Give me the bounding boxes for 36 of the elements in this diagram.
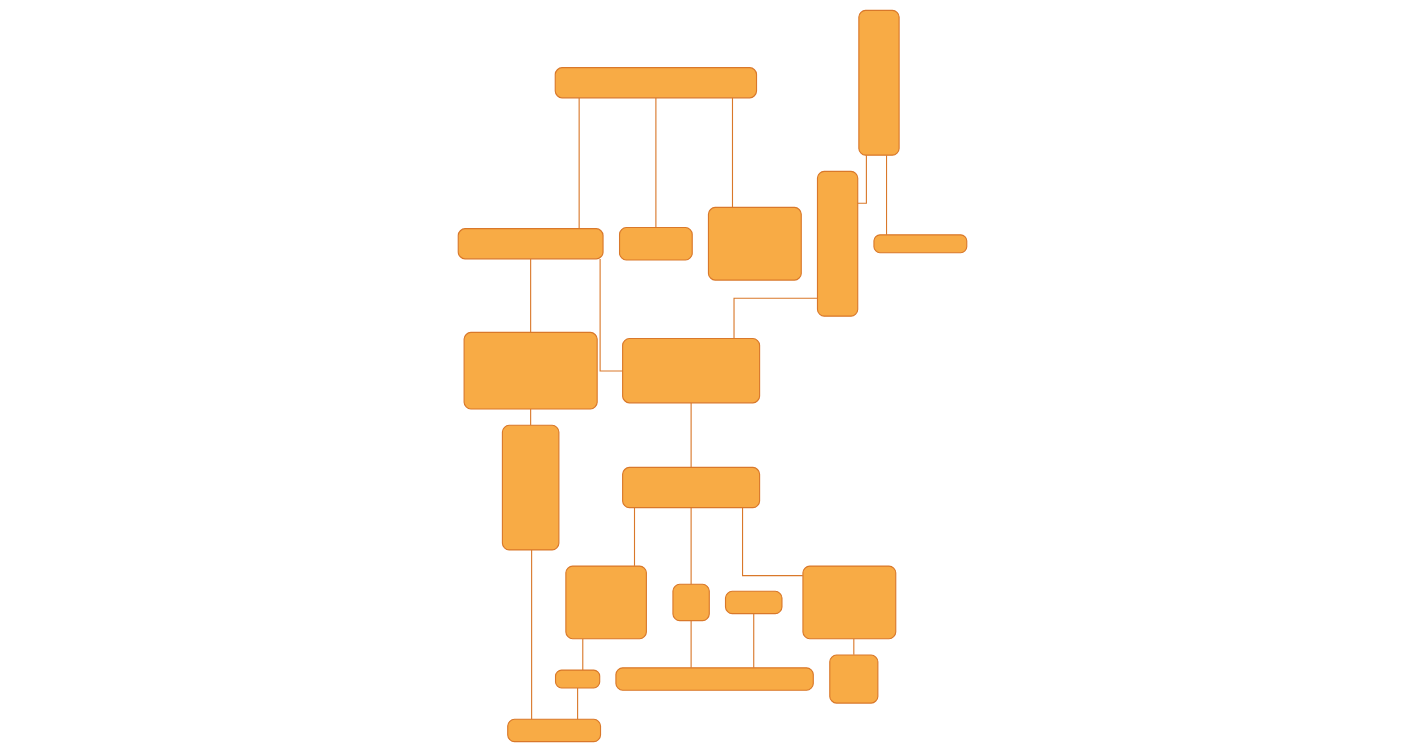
- node-box: [618, 227, 693, 261]
- node-box: [554, 669, 600, 689]
- connector: [741, 507, 803, 577]
- node-box: [707, 206, 802, 281]
- connector: [633, 507, 635, 567]
- connector: [690, 402, 692, 468]
- connector: [581, 638, 583, 671]
- node-box: [501, 424, 559, 551]
- node-box: [564, 565, 647, 640]
- connector: [856, 154, 867, 204]
- connector: [731, 97, 733, 208]
- node-box: [724, 590, 783, 615]
- connector: [654, 97, 656, 228]
- node-box: [554, 67, 757, 99]
- connector: [752, 613, 754, 669]
- connector: [690, 620, 692, 669]
- node-box: [857, 9, 900, 156]
- connector: [578, 97, 580, 230]
- connector: [732, 297, 818, 340]
- node-box: [621, 466, 760, 509]
- connector: [885, 154, 887, 236]
- node-box: [872, 234, 967, 254]
- connector: [599, 258, 623, 372]
- node-box: [506, 718, 601, 743]
- node-box: [828, 654, 878, 704]
- node-box: [816, 170, 858, 317]
- node-box: [621, 338, 760, 404]
- connector: [530, 549, 532, 720]
- connector: [576, 687, 578, 720]
- node-box: [614, 667, 814, 691]
- node-box: [671, 583, 710, 622]
- connector: [529, 258, 531, 333]
- node-box: [801, 565, 896, 640]
- connector: [690, 507, 692, 585]
- node-box: [463, 331, 598, 410]
- node-box: [457, 228, 604, 260]
